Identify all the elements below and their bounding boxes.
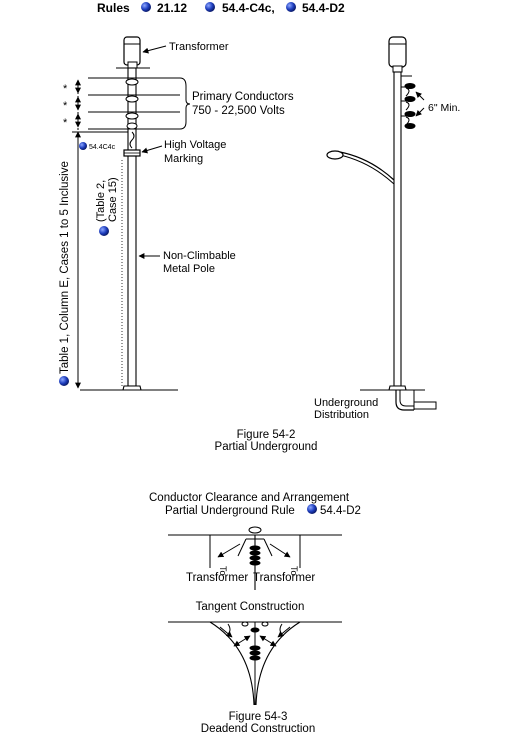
table1-bullet [59,376,69,386]
figure-54-3-rule-bullet [307,504,317,514]
rule-54-4-c4c: 54.4-C4c, [222,1,275,15]
ref-54-4-c4c: 54.4C4c [89,144,116,151]
high-voltage-label-2: Marking [164,153,203,165]
transformer-left-label: Transformer [186,572,248,584]
underground-conduit [395,390,414,411]
figure-54-3-subtitle: Deadend Construction [201,723,315,735]
rules-header: Rules 21.12 54.4-C4c, 54.4-D2 [97,1,345,15]
metal-pole-label: Metal Pole [163,263,215,275]
transformer-leader [142,45,167,54]
right-pole-transformer [388,36,407,68]
right-pole-insulators [401,75,416,129]
six-inch-min-label: 6" Min. [428,102,460,114]
distribution-label: Distribution [314,409,369,421]
clearance-dimension [72,79,128,389]
deadend-construction-drawing [168,621,342,706]
right-pole-assembly [326,36,437,411]
rule-21-12: 21.12 [157,1,187,15]
tangent-construction-label: Tangent Construction [196,601,305,613]
street-light-arm [339,151,395,181]
non-climbable-label: Non-Climbable [163,250,236,262]
asterisk-2: * [63,100,68,112]
table2-bullet [99,226,109,236]
pole-transformer [123,36,141,66]
to-label-left: To [218,566,228,576]
rule-bullet-2 [205,2,215,12]
figure-54-3-heading: Conductor Clearance and Arrangement [149,492,350,504]
figure-54-3-rule: 54.4-D2 [320,505,361,517]
transformer-right-label: Transformer [253,572,315,584]
primary-conductors-label: Primary Conductors [192,91,294,103]
left-pole-assembly [80,36,178,391]
high-voltage-label: High Voltage [164,139,226,151]
high-voltage-leader [141,145,163,154]
transformer-label: Transformer [169,41,229,53]
primary-conductors [88,77,191,130]
right-pole-shaft [393,71,402,387]
asterisk-1: * [63,83,68,95]
left-pole-insulators [125,78,139,130]
rules-label: Rules [97,1,130,15]
rule-bullet-3 [286,2,296,12]
ref-54-4-c4c-bullet [79,142,87,150]
to-label-right: To [289,566,299,576]
street-light-head [326,150,344,160]
underground-label: Underground [314,397,378,409]
figure-54-2-subtitle: Partial Underground [215,441,318,453]
table1-ref: Table 1, Column E, Cases 1 to 5 Inclusiv… [59,161,71,374]
table2-ref-line1: (Table 2, [95,180,107,222]
rule-bullet-1 [141,2,151,12]
rule-54-4-d2: 54.4-D2 [302,1,345,15]
table2-ref-line2: Case 15) [107,177,119,222]
primary-conductors-voltage: 750 - 22,500 Volts [192,105,285,117]
tangent-construction-drawing [168,526,342,590]
figure-54-2-title: Figure 54-2 [237,429,296,441]
asterisk-3: * [63,117,68,129]
figure-54-3-heading-2: Partial Underground Rule [165,505,295,517]
figure-54-3-title: Figure 54-3 [229,711,288,723]
